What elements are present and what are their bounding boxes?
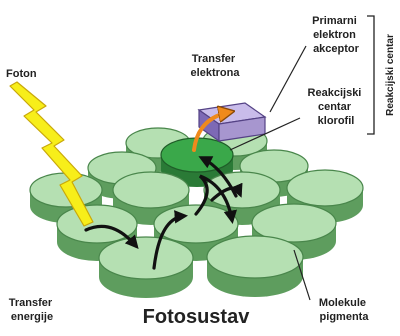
label-primarni-akceptor: Primarni elektron akceptor — [312, 15, 360, 55]
label-reakcijski-centar-vertical: Reakcijski centar — [385, 34, 396, 116]
label-reakcijski-centar-klorofil: Reakcijski centar klorofil — [308, 87, 365, 127]
reaction-center-bracket — [367, 16, 374, 134]
label-molekule-pigmenta: Molekule pigmenta — [319, 297, 369, 323]
label-transfer-elektrona: Transfer elektrona — [191, 53, 241, 79]
label-foton: Foton — [6, 68, 37, 80]
pigment-disk — [207, 236, 303, 297]
label-transfer-energije: Transfer energije — [9, 297, 55, 323]
label-fotosustav: Fotosustav — [143, 306, 251, 328]
pigment-disk — [99, 237, 193, 298]
